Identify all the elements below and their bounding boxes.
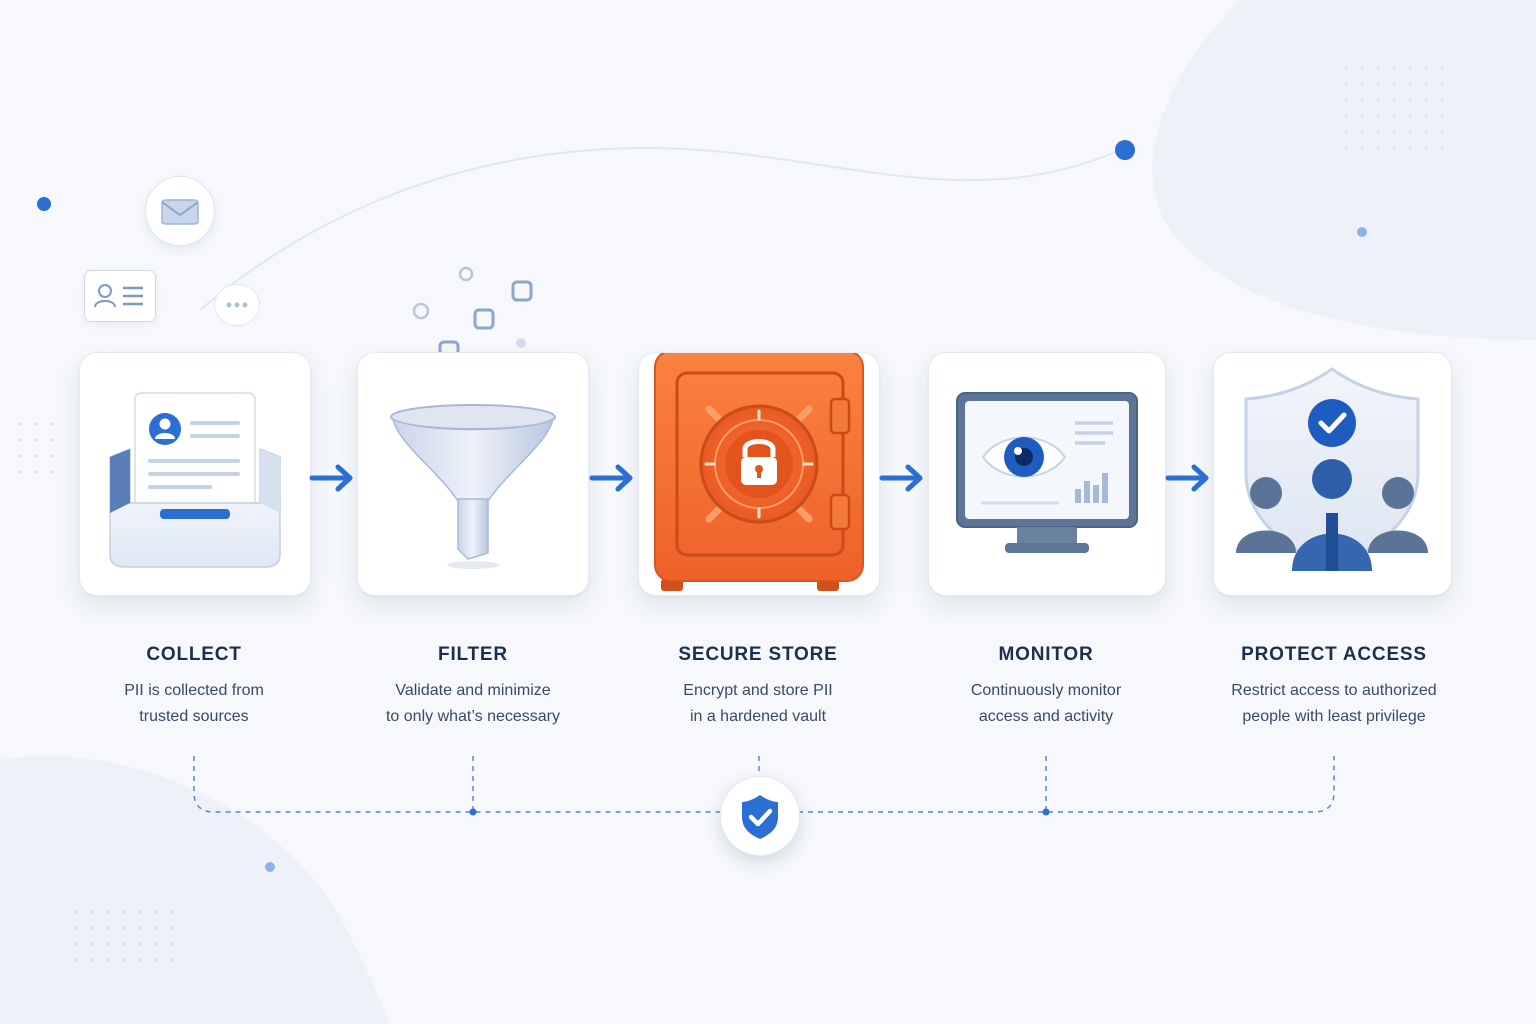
step-title-monitor: MONITOR bbox=[998, 644, 1094, 665]
step-desc-line: PII is collected from bbox=[124, 682, 264, 699]
step-desc-line: trusted sources bbox=[139, 708, 249, 725]
arrow-right-icon bbox=[309, 464, 353, 492]
chat-bubble-icon bbox=[214, 284, 260, 326]
monitor-eye-icon bbox=[956, 392, 1138, 553]
step-title-collect: COLLECT bbox=[146, 644, 242, 665]
vault-safe-icon bbox=[654, 353, 864, 591]
step-title-protect-access: PROTECT ACCESS bbox=[1241, 644, 1427, 665]
monitor-card bbox=[928, 352, 1166, 596]
id-card-icon bbox=[84, 270, 156, 322]
step-desc-line: Validate and minimize bbox=[395, 682, 551, 699]
shield-check-icon bbox=[720, 776, 800, 856]
arrow-right-icon bbox=[1165, 464, 1209, 492]
arrow-right-icon bbox=[589, 464, 633, 492]
arrow-right-icon bbox=[879, 464, 923, 492]
step-desc-filter: Validate and minimize to only what’s nec… bbox=[323, 678, 623, 730]
step-desc-line: Continuously monitor bbox=[970, 682, 1122, 699]
step-desc-line: access and activity bbox=[978, 708, 1114, 725]
step-desc-line: Encrypt and store PII bbox=[683, 682, 833, 699]
step-desc-line: people with least privilege bbox=[1242, 708, 1426, 725]
step-title-filter: FILTER bbox=[438, 644, 508, 665]
document-tray-icon bbox=[109, 392, 281, 568]
shield-people-icon bbox=[1236, 367, 1428, 571]
step-desc-line: to only what’s necessary bbox=[385, 708, 560, 725]
filter-card bbox=[357, 352, 589, 596]
step-desc-collect: PII is collected from trusted sources bbox=[44, 678, 344, 730]
envelope-icon bbox=[145, 176, 215, 246]
step-desc-secure-store: Encrypt and store PII in a hardened vaul… bbox=[608, 678, 908, 730]
funnel-icon bbox=[390, 404, 556, 569]
step-desc-line: Restrict access to authorized bbox=[1231, 682, 1437, 699]
step-desc-protect-access: Restrict access to authorized people wit… bbox=[1184, 678, 1484, 730]
protect-access-card bbox=[1213, 352, 1452, 596]
step-desc-line: in a hardened vault bbox=[689, 708, 827, 725]
collect-card bbox=[79, 352, 311, 596]
step-desc-monitor: Continuously monitor access and activity bbox=[896, 678, 1196, 730]
step-title-secure-store: SECURE STORE bbox=[678, 644, 838, 665]
secure-store-card bbox=[638, 352, 880, 596]
